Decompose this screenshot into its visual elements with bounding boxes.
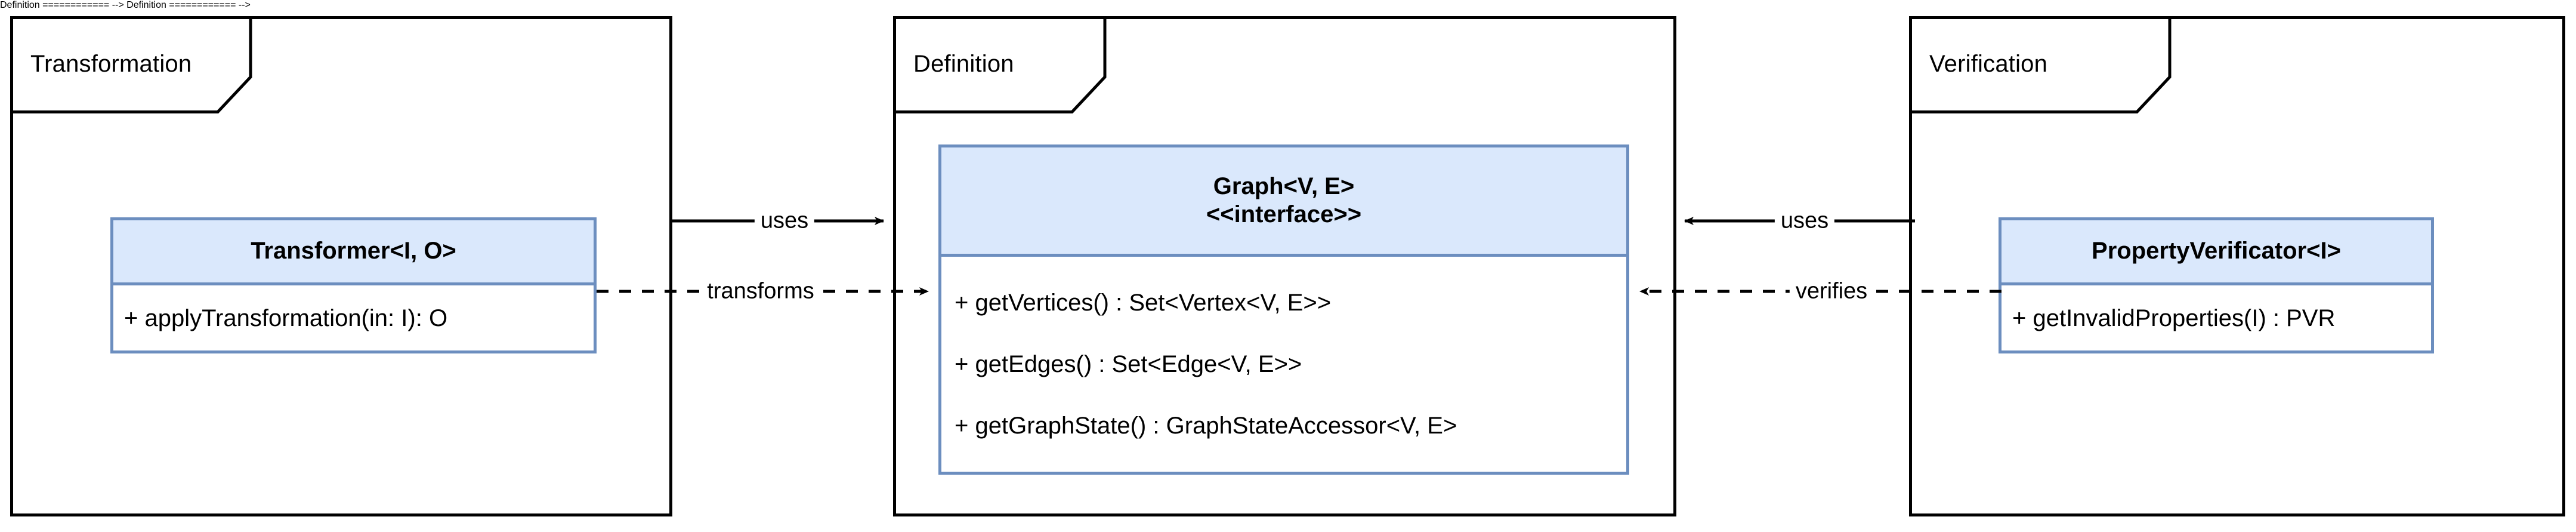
connector-label-uses-left: uses — [754, 208, 815, 234]
class-member: + getVertices() : Set<Vertex<V, E>> — [955, 290, 1332, 316]
class-member: + getInvalidProperties(I) : PVR — [2012, 305, 2336, 331]
class-members-property-verificator: + getInvalidProperties(I) : PVR — [2002, 285, 2431, 350]
class-box-transformer[interactable]: Transformer<I, O> + applyTransformation(… — [110, 217, 597, 353]
class-name-graph: Graph<V, E> — [1213, 173, 1355, 199]
class-stereotype-graph: <<interface>> — [1206, 201, 1362, 227]
package-verification-label: Verification — [1929, 50, 2048, 77]
class-name-transformer: Transformer<I, O> — [251, 238, 456, 265]
connector-label-transforms: transforms — [701, 278, 820, 305]
connector-label-verifies: verifies — [1789, 278, 1874, 305]
class-member: + getGraphState() : GraphStateAccessor<V… — [955, 412, 1457, 439]
class-members-graph: + getVertices() : Set<Vertex<V, E>> + ge… — [941, 257, 1626, 472]
connector-verificator-verifies-graph[interactable] — [1626, 273, 2002, 309]
package-definition-label: Definition — [913, 50, 1014, 77]
class-header-transformer: Transformer<I, O> — [113, 220, 594, 285]
connector-label-uses-right: uses — [1774, 208, 1835, 234]
package-verification[interactable]: Verification — [1909, 16, 2565, 516]
class-box-graph[interactable]: Graph<V, E> <<interface>> + getVertices(… — [938, 144, 1629, 475]
class-member: + getEdges() : Set<Edge<V, E>> — [955, 350, 1302, 377]
package-definition-outline — [893, 16, 1676, 516]
package-transformation[interactable]: Transformation — [10, 16, 672, 516]
package-transformation-outline — [10, 16, 672, 516]
class-name-property-verificator: PropertyVerificator<I> — [2092, 238, 2341, 265]
class-members-transformer: + applyTransformation(in: I): O — [113, 285, 594, 350]
package-definition[interactable]: Definition — [893, 16, 1676, 516]
class-header-graph: Graph<V, E> <<interface>> — [941, 147, 1626, 257]
class-member: + applyTransformation(in: I): O — [124, 305, 448, 331]
package-verification-outline — [1909, 16, 2565, 516]
class-box-property-verificator[interactable]: PropertyVerificator<I> + getInvalidPrope… — [1999, 217, 2434, 353]
class-header-property-verificator: PropertyVerificator<I> — [2002, 220, 2431, 285]
package-transformation-label: Transformation — [30, 50, 192, 77]
